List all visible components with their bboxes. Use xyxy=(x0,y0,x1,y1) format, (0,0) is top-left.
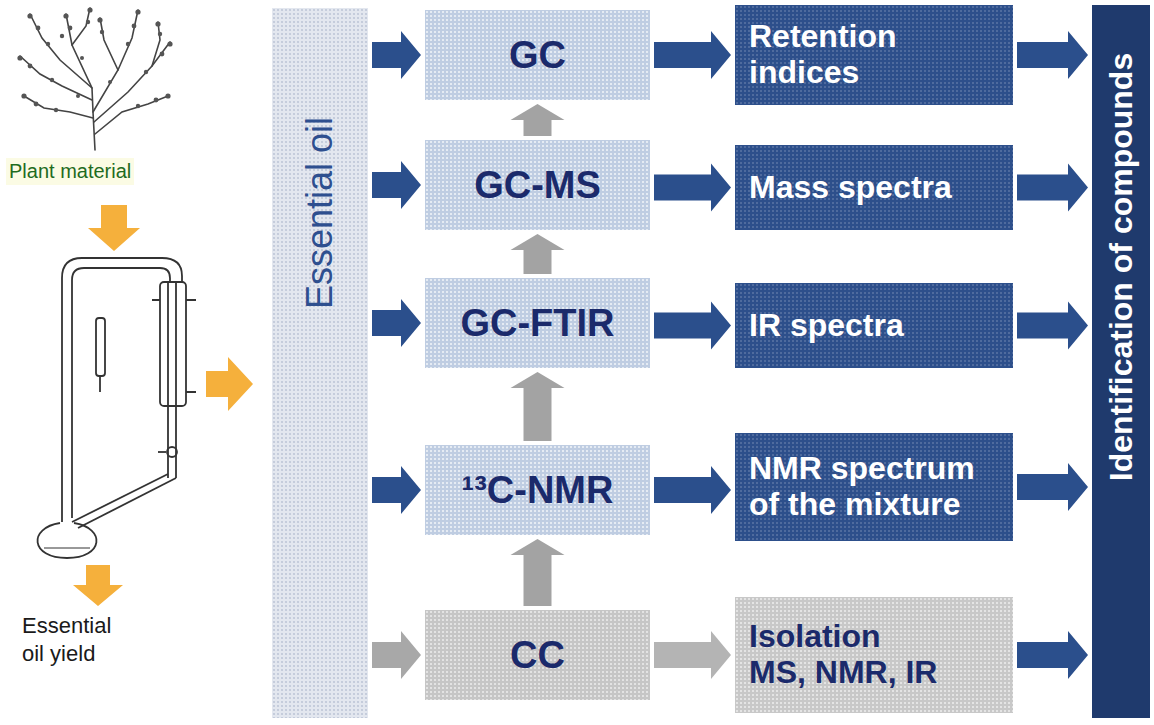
block-arrow xyxy=(1017,631,1088,679)
method-box: ¹³C-NMR xyxy=(425,445,650,535)
result-label: MS, NMR, IR xyxy=(749,655,937,691)
method-label: GC-FTIR xyxy=(460,302,614,345)
result-label: NMR spectrum of the mixture xyxy=(749,451,999,523)
result-box: Retention indices xyxy=(735,5,1013,105)
block-arrow xyxy=(511,372,565,441)
result-label: Isolation xyxy=(749,619,881,655)
result-box: IR spectra xyxy=(735,283,1013,368)
plant-drawing xyxy=(20,8,170,150)
block-arrow xyxy=(372,31,421,79)
process-arrows xyxy=(73,205,253,606)
block-arrow xyxy=(372,299,421,347)
block-arrow xyxy=(1017,463,1088,511)
outcome-band: Identification of compounds xyxy=(1092,5,1150,718)
block-arrow xyxy=(654,466,731,514)
method-box: CC xyxy=(425,610,650,700)
clevenger-apparatus xyxy=(38,258,196,558)
plant-leaves xyxy=(17,7,172,112)
caption-label: Plant material xyxy=(6,158,134,185)
result-label: Retention indices xyxy=(749,19,999,91)
sample-band: Essential oil xyxy=(272,8,368,718)
result-box: IsolationMS, NMR, IR xyxy=(735,597,1013,713)
block-arrow xyxy=(511,104,565,136)
block-arrow xyxy=(654,31,731,79)
result-label: Mass spectra xyxy=(749,170,952,206)
result-box: Mass spectra xyxy=(735,145,1013,230)
block-arrow xyxy=(1017,31,1088,79)
method-label: GC-MS xyxy=(474,164,601,207)
block-arrow xyxy=(1017,302,1088,350)
method-box: GC xyxy=(425,10,650,100)
caption-label: Essential oil yield xyxy=(22,612,132,667)
band-label: Identification of compounds xyxy=(1103,53,1140,481)
block-arrow xyxy=(654,631,731,679)
block-arrow xyxy=(511,539,565,606)
method-label: CC xyxy=(510,634,565,677)
method-label: GC xyxy=(509,34,566,77)
method-box: GC-MS xyxy=(425,140,650,230)
result-label: IR spectra xyxy=(749,308,904,344)
block-arrow xyxy=(372,161,421,209)
method-label: ¹³C-NMR xyxy=(462,469,614,512)
band-label: Essential oil xyxy=(299,117,341,309)
result-box: NMR spectrum of the mixture xyxy=(735,433,1013,541)
block-arrow xyxy=(511,234,565,274)
block-arrow xyxy=(654,164,731,212)
block-arrow xyxy=(654,302,731,350)
block-arrow xyxy=(372,466,421,514)
block-arrow xyxy=(372,631,421,679)
block-arrow xyxy=(1017,164,1088,212)
method-box: GC-FTIR xyxy=(425,278,650,368)
